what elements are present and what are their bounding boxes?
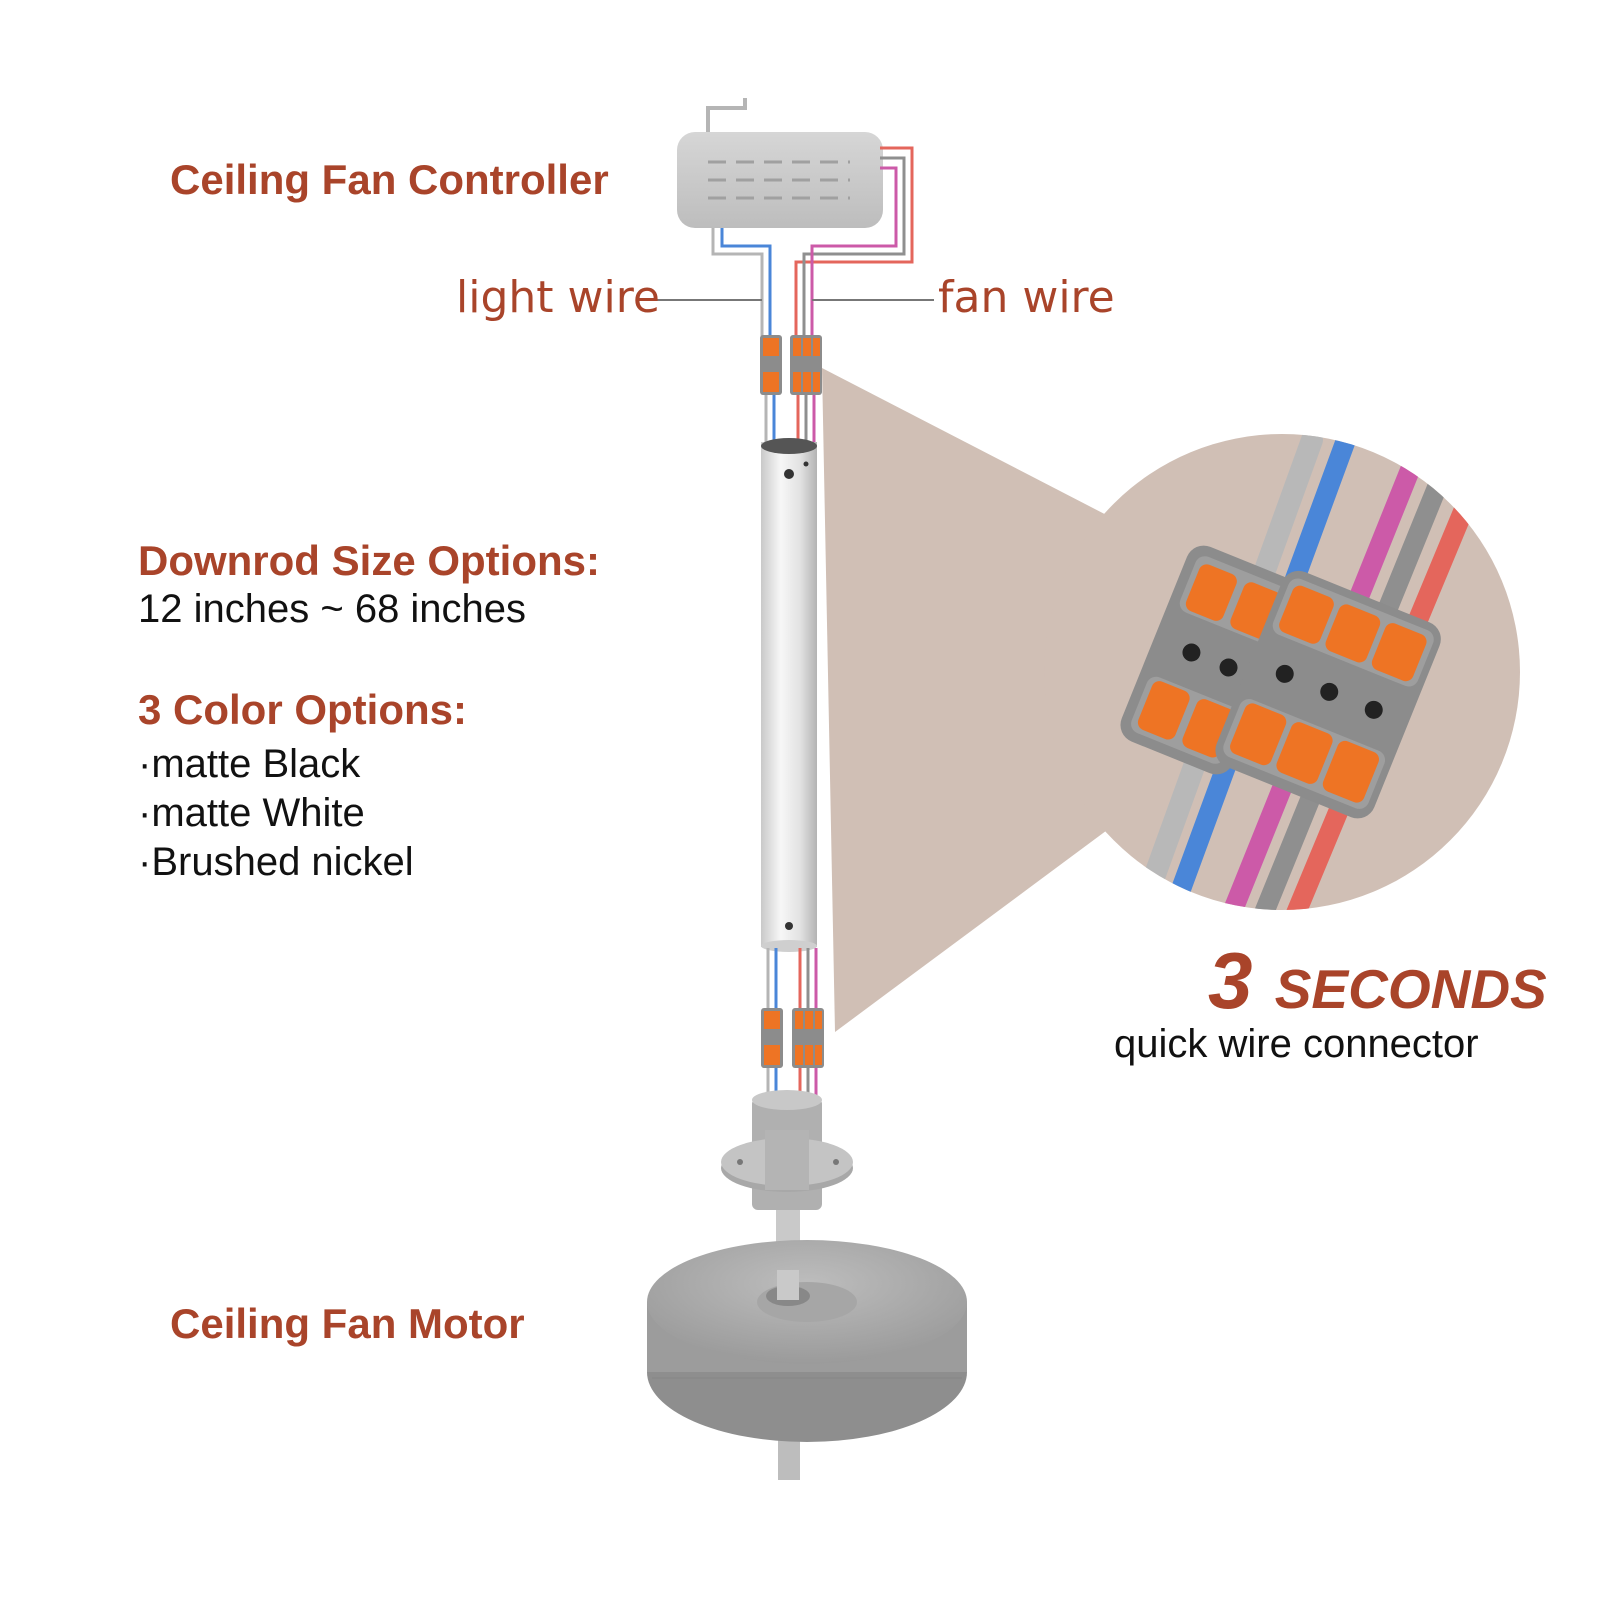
controller-label: Ceiling Fan Controller — [170, 156, 609, 203]
downrod-heading: Downrod Size Options: — [138, 537, 600, 584]
zoomed-connectors — [1120, 434, 1482, 910]
color-option: matte White — [138, 789, 414, 838]
downrod-range: 12 inches ~ 68 inches — [138, 587, 527, 631]
color-option: matte Black — [138, 740, 414, 789]
top-connectors — [760, 335, 822, 395]
motor-bottom-shaft — [778, 1440, 800, 1480]
color-options-heading: 3 Color Options: — [138, 686, 467, 733]
motor-label: Ceiling Fan Motor — [170, 1300, 525, 1347]
bottom-connectors — [761, 1008, 824, 1068]
callout-wedge — [822, 368, 1120, 1032]
controller-box — [677, 132, 883, 228]
fan-wire-label: fan wire — [938, 272, 1115, 323]
downrod — [761, 438, 817, 952]
callout-headline: 3 seconds — [1208, 935, 1547, 1027]
color-option: Brushed nickel — [138, 838, 413, 887]
color-options-list: matte Black matte White Brushed nickel — [138, 740, 414, 887]
headline-word: seconds — [1274, 937, 1547, 1025]
fan-motor — [647, 1240, 967, 1442]
light-wire-label: light wire — [456, 272, 660, 323]
headline-number: 3 — [1208, 936, 1253, 1025]
rod-wires-top — [764, 395, 816, 442]
upper-wires — [711, 146, 914, 340]
callout-subtitle: quick wire connector — [1114, 1022, 1479, 1066]
mounting-bracket — [721, 1090, 853, 1210]
controller-input-wire — [706, 98, 747, 142]
